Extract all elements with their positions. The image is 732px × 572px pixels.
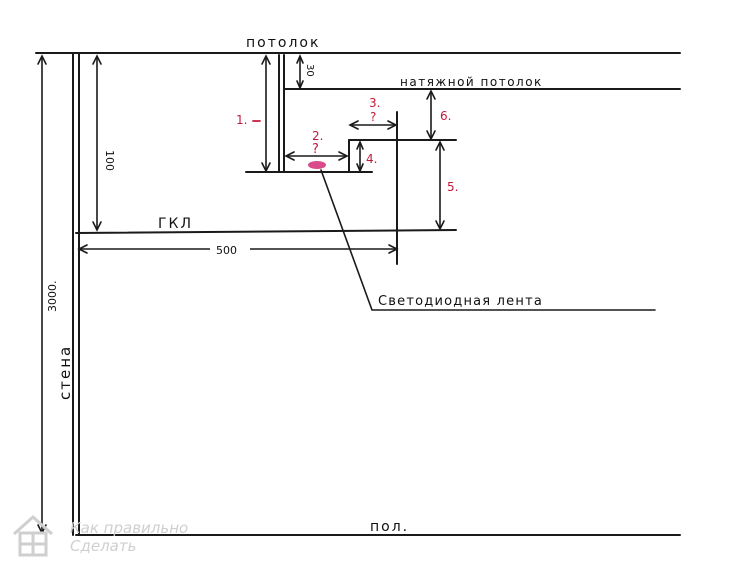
dim-30-arrow-bottom <box>296 80 304 91</box>
dim-3000-arrow-top <box>37 54 47 65</box>
question-2-number: 2. <box>312 129 323 143</box>
dim-500-label-bg <box>210 240 250 258</box>
dim-2-arrow-left <box>284 151 295 161</box>
dim-4-arrow-bottom <box>356 163 364 174</box>
dim-3-arrow-left <box>348 120 359 130</box>
question-2-mark: ? <box>312 142 319 157</box>
dim-5-arrow-top <box>435 140 445 151</box>
gkl-label: ГКЛ <box>158 216 193 232</box>
stretch-ceiling-label: натяжной потолок <box>400 75 543 89</box>
dim-100-value: 100 <box>103 150 116 171</box>
dim-1-arrow-top <box>261 54 271 65</box>
question-4-label: 4. <box>366 152 377 166</box>
question-5-label: 5. <box>447 180 458 194</box>
question-6-label: 6. <box>440 109 451 123</box>
dim-2-arrow-right <box>338 151 349 161</box>
question-3-number: 3. <box>369 96 380 110</box>
dim-500-value: 500 <box>216 244 237 257</box>
dim-4-arrow-top <box>356 139 364 150</box>
wall-label: стена <box>56 345 74 400</box>
dim-100-arrow-bottom <box>92 221 102 232</box>
floor-label: пол. <box>370 519 409 535</box>
dim-100-arrow-top <box>92 54 102 65</box>
watermark: Как правильно Сделать <box>12 514 188 557</box>
dim-30-arrow-top <box>296 53 304 64</box>
dim-5-arrow-bottom <box>435 220 445 231</box>
led-strip-label: Светодиодная лента <box>378 294 543 309</box>
led-strip-leader <box>320 169 656 311</box>
dim-6-arrow-top <box>426 89 436 100</box>
gkl-line <box>75 229 457 234</box>
dim-30-value: 30 <box>304 64 315 77</box>
dim-6-arrow-bottom <box>426 130 436 141</box>
dim-500-arrow-left <box>77 244 88 254</box>
watermark-line2: Сделать <box>70 537 136 555</box>
dim-3-arrow-right <box>387 120 398 130</box>
dim-1-arrow-bottom <box>261 162 271 173</box>
watermark-line1: Как правильно <box>70 519 188 537</box>
question-1-label: 1. <box>236 113 247 127</box>
ceiling-label: потолок <box>246 35 320 51</box>
question-3-mark: ? <box>370 110 376 124</box>
dim-3000-value: 3000. <box>46 281 59 313</box>
watermark-house-icon <box>12 514 54 557</box>
led-strip-mark <box>308 161 326 169</box>
dim-500-arrow-right <box>388 244 399 254</box>
